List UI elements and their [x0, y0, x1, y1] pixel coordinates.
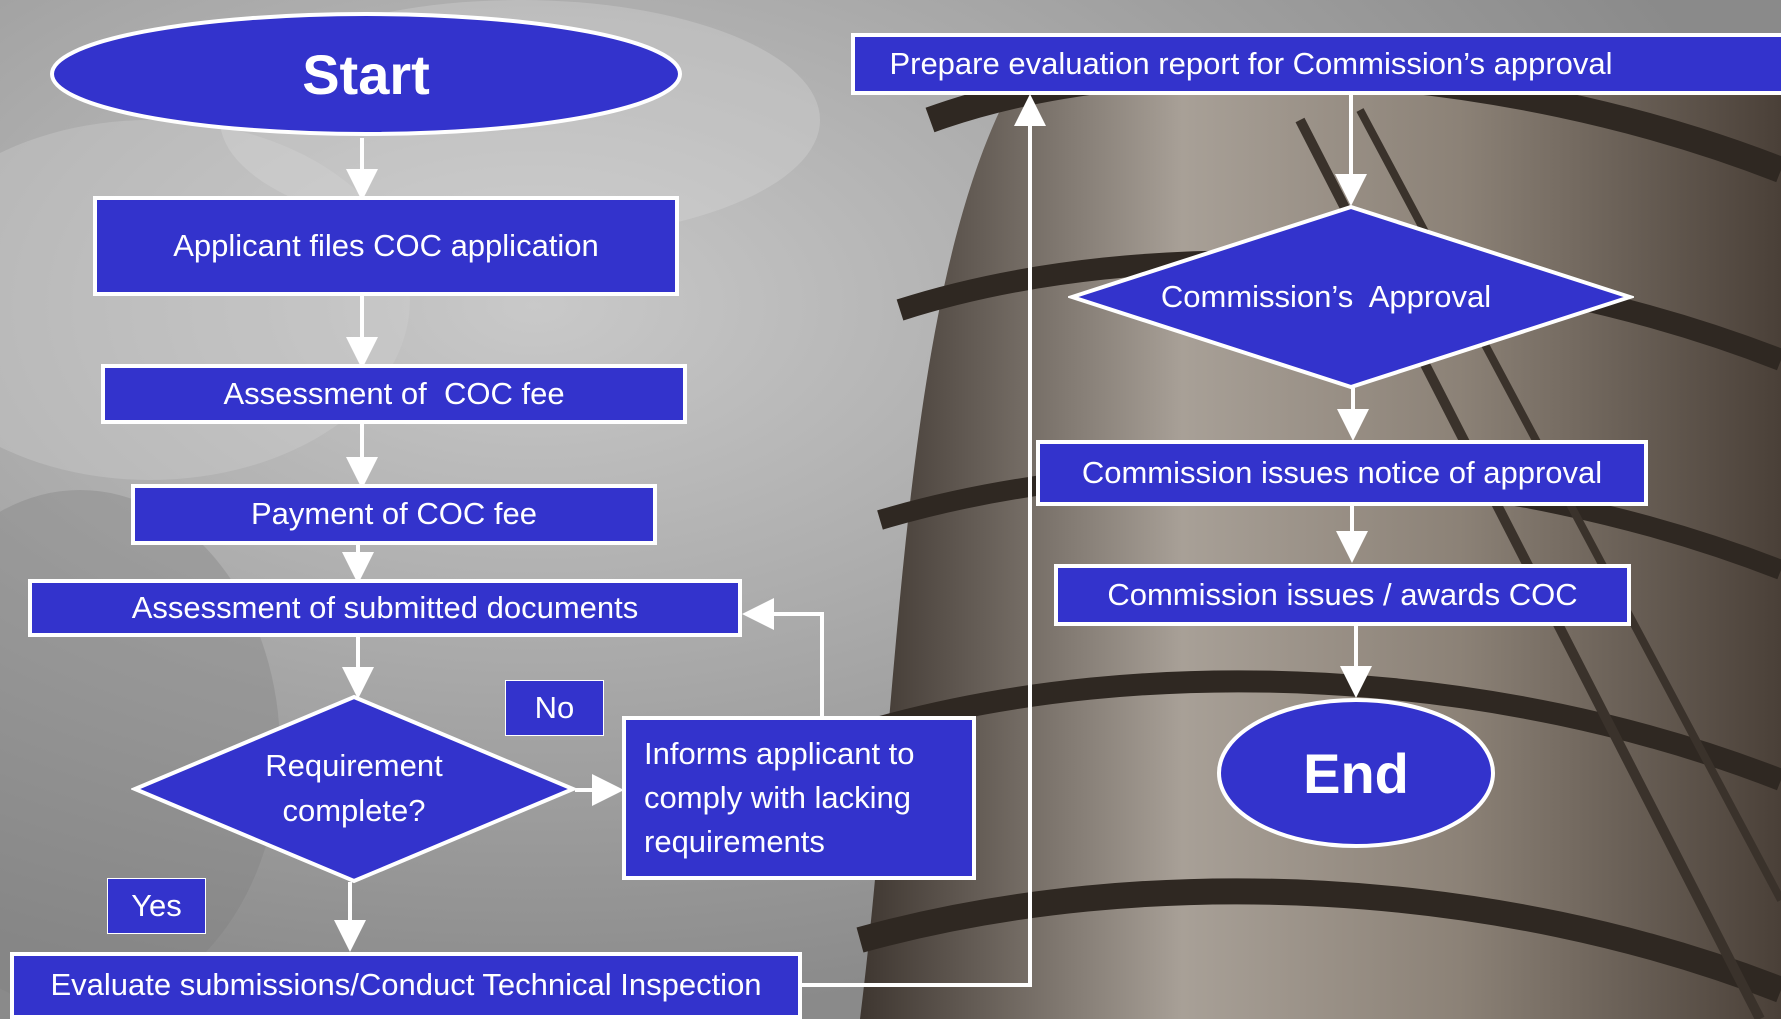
- prepare-report-label: Prepare evaluation report for Commission…: [889, 45, 1613, 81]
- start-terminal: Start: [48, 12, 684, 136]
- notice-of-approval-label: Commission issues notice of approval: [1081, 454, 1603, 490]
- evaluate-label: Evaluate submissions/Conduct Technical I…: [50, 967, 762, 1003]
- requirement-check-text: Requirement complete?: [265, 744, 442, 834]
- requirement-check-line2: complete?: [282, 793, 426, 828]
- evaluate-box: Evaluate submissions/Conduct Technical I…: [10, 952, 802, 1019]
- commission-approval-label: Commission’s Approval: [1160, 278, 1492, 314]
- requirement-diamond-shape: [131, 694, 577, 884]
- assess-documents-box: Assessment of submitted documents: [28, 579, 742, 637]
- file-application-label: Applicant files COC application: [173, 227, 599, 263]
- start-ellipse-shape: [50, 12, 682, 136]
- arrow-evaluate-to-report: [800, 94, 1046, 987]
- approval-diamond-shape: [1068, 204, 1634, 390]
- start-label: Start: [302, 42, 430, 106]
- end-terminal: End: [1215, 696, 1497, 850]
- assess-fee-label: Assessment of COC fee: [223, 375, 565, 411]
- end-label: End: [1303, 741, 1409, 805]
- arrow-inform-back-to-documents: [742, 598, 824, 716]
- inform-applicant-box: Informs applicant to comply with lacking…: [622, 716, 976, 880]
- file-application-box: Applicant files COC application: [93, 196, 679, 296]
- payment-fee-box: Payment of COC fee: [131, 484, 657, 545]
- branch-label-yes: Yes: [107, 878, 206, 934]
- notice-of-approval-box: Commission issues notice of approval: [1036, 440, 1648, 506]
- commission-approval-decision: Commission’s Approval: [1068, 204, 1634, 390]
- assess-fee-box: Assessment of COC fee: [101, 364, 687, 424]
- assess-documents-label: Assessment of submitted documents: [131, 589, 639, 625]
- requirement-check-line1: Requirement: [265, 748, 443, 784]
- branch-label-no: No: [505, 680, 604, 736]
- requirement-check-decision: Requirement complete?: [131, 694, 577, 884]
- inform-applicant-label: Informs applicant to comply with lacking…: [644, 735, 915, 859]
- award-coc-label: Commission issues / awards COC: [1107, 576, 1578, 612]
- award-coc-box: Commission issues / awards COC: [1054, 564, 1631, 626]
- payment-fee-label: Payment of COC fee: [250, 496, 537, 532]
- prepare-report-box: Prepare evaluation report for Commission…: [851, 33, 1781, 95]
- end-ellipse-shape: [1217, 698, 1495, 848]
